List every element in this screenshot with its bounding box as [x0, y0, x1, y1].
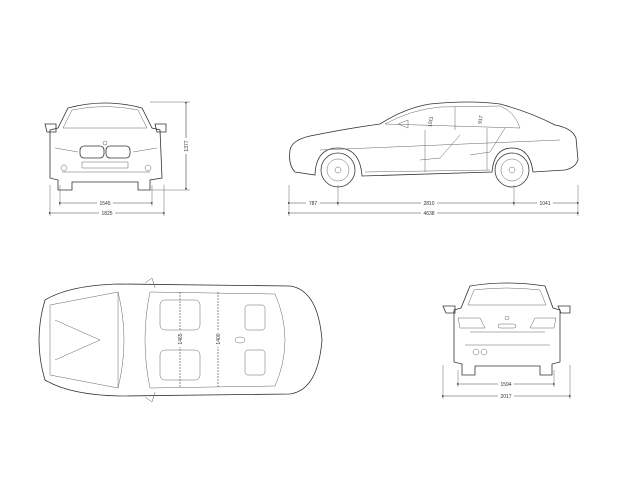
rear-track-label: 1594 — [500, 382, 511, 388]
width-label: 1825 — [101, 211, 112, 217]
front-overhang-label: 787 — [309, 201, 318, 207]
rear-overhang-label: 1041 — [539, 201, 550, 207]
front-track-label: 1545 — [99, 201, 110, 207]
front-dimensions: 1377 1545 1825 — [48, 101, 190, 217]
rear-shoulder-label: 1400 — [216, 333, 222, 344]
mirror-width-label: 2017 — [500, 394, 511, 400]
front-headroom-label: 1011 — [427, 116, 435, 128]
wheelbase-label: 2810 — [423, 201, 434, 207]
top-view: 1465 1400 — [38, 277, 323, 403]
rear-dimensions: 1594 2017 — [441, 365, 572, 400]
side-dimensions: 787 2810 1041 4638 — [287, 185, 580, 217]
front-view — [44, 102, 167, 191]
rear-headroom-label: 917 — [477, 115, 484, 124]
side-view: 1011 917 — [289, 101, 579, 188]
rear-wheel — [494, 152, 530, 188]
front-wheel — [320, 152, 356, 188]
kidney-grille-left — [79, 145, 105, 159]
kidney-grille-right — [105, 145, 131, 159]
height-label: 1377 — [184, 140, 190, 151]
rear-view — [442, 282, 571, 376]
front-shoulder-label: 1465 — [178, 333, 184, 344]
length-label: 4638 — [423, 211, 434, 217]
